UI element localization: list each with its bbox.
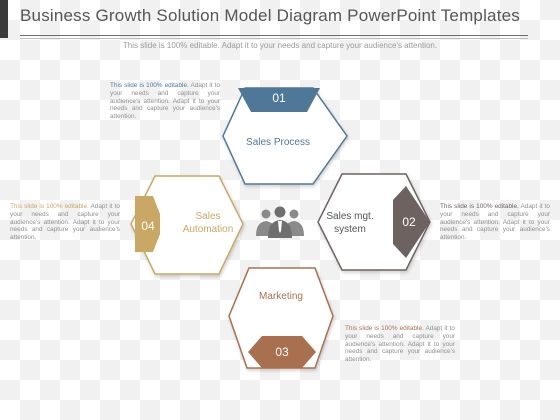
people-group-icon — [256, 206, 304, 238]
title-divider — [20, 35, 528, 36]
step-1-badge — [238, 88, 320, 112]
note-step-4: This slide is 100% editable. Adapt it to… — [10, 203, 120, 242]
note-step-3-body: Adapt it to your needs and capture your … — [345, 325, 455, 364]
note-step-4-body: Adapt it to your needs and capture your … — [10, 203, 120, 242]
title-divider-thin — [20, 38, 528, 39]
note-step-4-head: This slide is 100% editable. — [10, 203, 89, 210]
page-title: Business Growth Solution Model Diagram P… — [20, 6, 520, 25]
note-step-2-body: Adapt it to your needs and capture your … — [440, 203, 550, 242]
step-2-label: Sales mgt. system — [318, 210, 382, 236]
step-3-label: Marketing — [259, 291, 303, 302]
step-4-label-line-1: Sales — [195, 211, 221, 222]
step-1-number: 01 — [272, 91, 286, 105]
step-3-number: 03 — [275, 345, 289, 359]
step-1-label: Sales Process — [246, 137, 310, 148]
step-4-hexagon — [130, 175, 244, 275]
step-4-label-line-2: Automation — [182, 224, 234, 235]
page-subtitle: This slide is 100% editable. Adapt it to… — [122, 41, 438, 50]
step-2-hexagon — [317, 173, 431, 271]
note-step-2-head: This slide is 100% editable. — [440, 203, 519, 210]
step-4-label: Sales Automation — [170, 210, 246, 236]
title-accent-bar — [0, 0, 8, 38]
note-step-1-body: Adapt it to your needs and capture your … — [110, 82, 220, 121]
note-step-3-head: This slide is 100% editable. — [345, 325, 424, 332]
step-2-number: 02 — [402, 215, 416, 229]
step-2-label-line-1: Sales mgt. — [326, 211, 374, 222]
step-1-hexagon — [222, 87, 348, 185]
note-step-3: This slide is 100% editable. Adapt it to… — [345, 325, 455, 364]
step-2-badge — [393, 186, 430, 258]
step-3-badge — [248, 336, 316, 368]
step-2-label-line-2: system — [334, 224, 366, 235]
note-step-1: This slide is 100% editable. Adapt it to… — [110, 82, 220, 121]
step-4-number: 04 — [141, 219, 155, 233]
step-4-badge — [135, 196, 160, 252]
note-step-2: This slide is 100% editable. Adapt it to… — [440, 203, 550, 242]
note-step-1-head: This slide is 100% editable. — [110, 82, 189, 89]
step-3-hexagon — [228, 267, 334, 369]
